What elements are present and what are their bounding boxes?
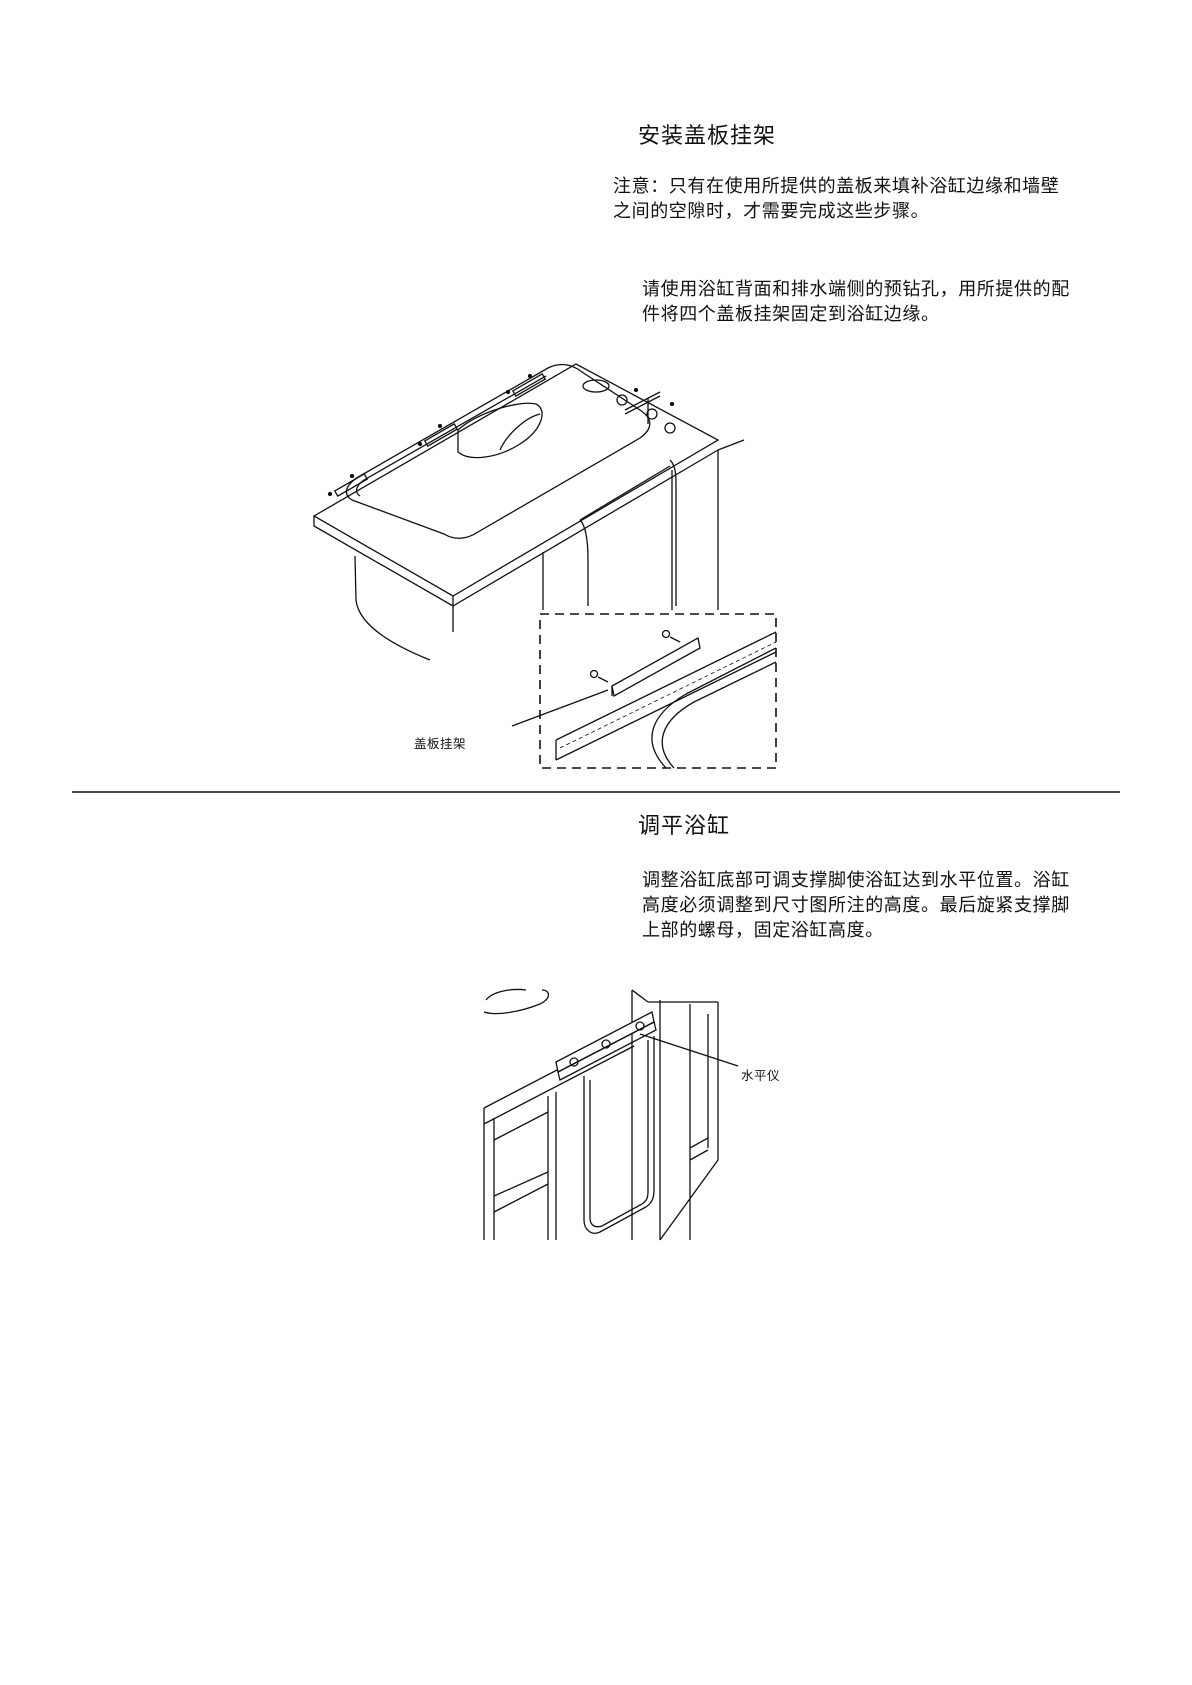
- instruction-line: 调整浴缸底部可调支撑脚使浴缸达到水平位置。浴缸: [642, 868, 1182, 893]
- section-title-level-bathtub: 调平浴缸: [638, 808, 730, 840]
- instruction-line: 高度必须调整到尺寸图所注的高度。最后旋紧支撑脚: [642, 893, 1182, 918]
- instruction-line: 上部的螺母，固定浴缸高度。: [642, 918, 1182, 943]
- leveling-instruction-paragraph: 调整浴缸底部可调支撑脚使浴缸达到水平位置。浴缸 高度必须调整到尺寸图所注的高度。…: [642, 868, 1182, 943]
- panel-bracket-callout: 盖板挂架: [414, 733, 466, 752]
- level-tool-callout: 水平仪: [741, 1065, 780, 1084]
